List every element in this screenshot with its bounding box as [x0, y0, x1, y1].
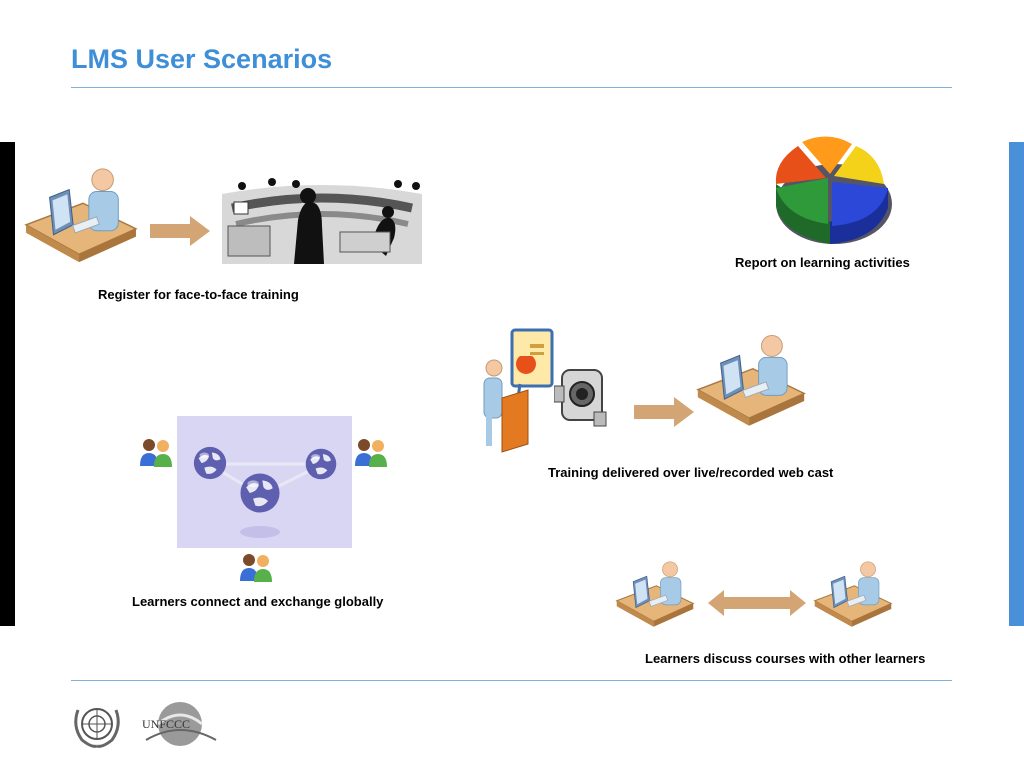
learners-icon — [137, 436, 177, 468]
right-accent-bar — [1009, 142, 1024, 626]
arrow-right-icon — [150, 214, 210, 248]
unfccc-logo-text: UNFCCC — [142, 717, 190, 731]
register-caption: Register for face-to-face training — [98, 287, 299, 302]
global-network-panel — [177, 416, 352, 548]
presenter-icon — [478, 326, 558, 456]
user-at-desk-icon — [812, 558, 894, 634]
arrow-right-icon — [634, 395, 694, 429]
user-at-desk-icon — [22, 164, 140, 272]
left-accent-bar — [0, 142, 15, 626]
globe-icon — [306, 449, 337, 480]
globe-icon — [240, 473, 279, 512]
un-emblem-logo — [70, 700, 124, 750]
page-title: LMS User Scenarios — [71, 44, 333, 74]
double-arrow-icon — [708, 588, 806, 618]
learners-icon — [352, 436, 392, 468]
footer-divider — [71, 680, 952, 681]
discuss-caption: Learners discuss courses with other lear… — [645, 651, 926, 666]
video-camera-icon — [554, 364, 610, 430]
user-at-desk-icon — [614, 558, 696, 634]
report-caption: Report on learning activities — [735, 255, 910, 270]
classroom-icon — [222, 176, 422, 264]
connect-caption: Learners connect and exchange globally — [132, 594, 384, 609]
user-at-desk-icon — [694, 330, 808, 436]
header-divider — [71, 87, 952, 88]
pie-chart-icon — [772, 126, 908, 248]
unfccc-logo: UNFCCC — [140, 700, 220, 750]
webcast-caption: Training delivered over live/recorded we… — [548, 465, 834, 480]
globe-icon — [194, 447, 226, 479]
learners-icon — [237, 551, 277, 583]
